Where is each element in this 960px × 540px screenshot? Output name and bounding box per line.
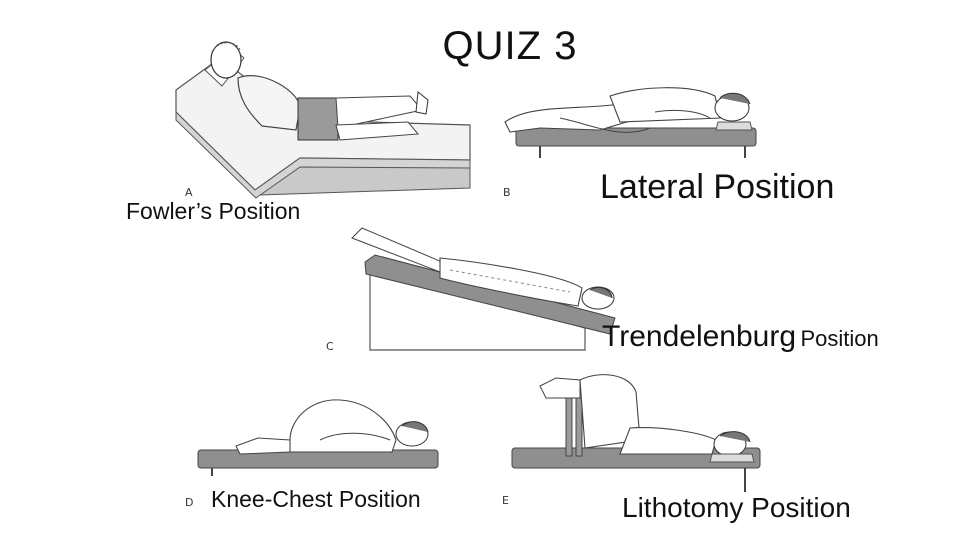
figure-b-letter: B xyxy=(503,186,511,199)
figure-e-lithotomy-illustration xyxy=(511,374,761,492)
figure-b-caption: Lateral Position xyxy=(600,168,835,206)
figure-c-caption-suffix: Position xyxy=(800,326,879,351)
figure-c-trendelenburg-illustration xyxy=(351,227,616,351)
figure-d-caption: Knee-Chest Position xyxy=(211,486,421,512)
figure-e-letter: E xyxy=(502,494,509,507)
figure-c-caption-main: Trendelenburg xyxy=(602,320,797,353)
figure-c-letter: C xyxy=(326,340,334,353)
figure-c-caption: Trendelenburg Position xyxy=(602,320,879,354)
figure-b-lateral-illustration xyxy=(504,87,757,158)
figure-d-letter: D xyxy=(185,496,194,509)
figure-d-knee-chest-illustration xyxy=(197,399,439,476)
figure-a-fowlers-illustration xyxy=(175,41,471,199)
figure-a-caption: Fowler’s Position xyxy=(126,198,301,224)
figure-e-caption: Lithotomy Position xyxy=(622,492,851,523)
figure-a-letter: A xyxy=(185,186,193,199)
slide-title: QUIZ 3 xyxy=(442,24,578,68)
